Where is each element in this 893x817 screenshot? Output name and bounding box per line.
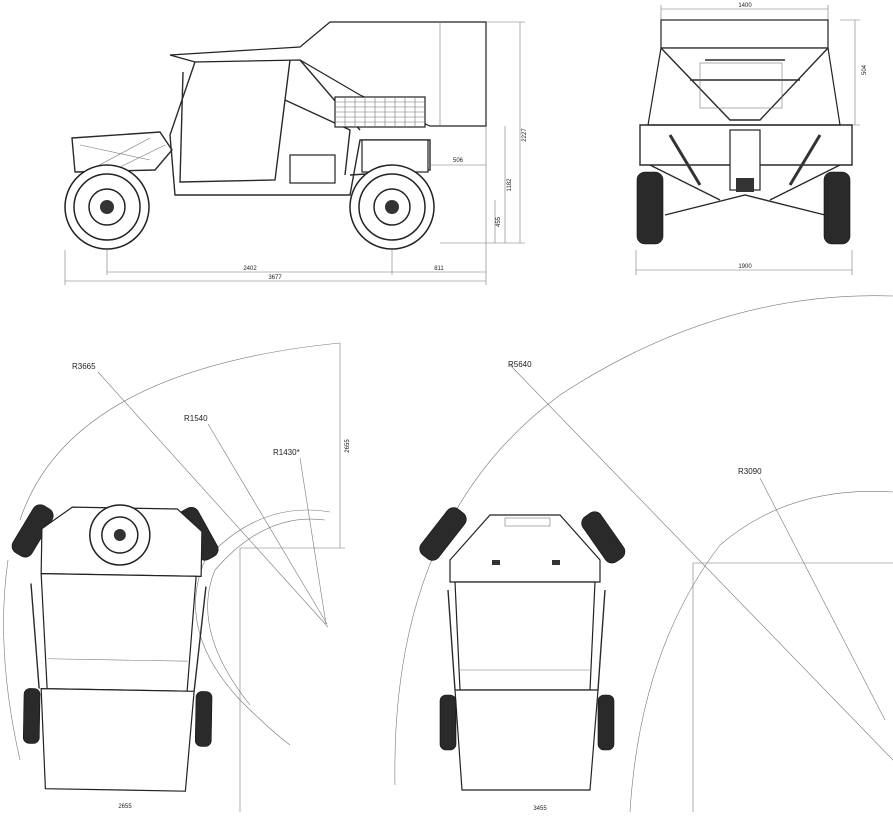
front-suspension-arms — [649, 164, 841, 216]
left-outer-arc — [19, 342, 341, 521]
right-veh-light-left — [492, 560, 500, 565]
front-right-tire — [823, 171, 851, 245]
right-dim-horizontal: 3455 — [533, 806, 547, 812]
turn-view-right: R5640 R3090 3455 — [394, 295, 893, 813]
side-front-frame — [71, 131, 173, 173]
right-veh-front-left-tire — [419, 507, 467, 561]
front-dim-cargo-height: 504 — [862, 64, 868, 75]
side-door-frame — [179, 59, 291, 183]
left-radius-outer: R3665 — [72, 362, 96, 371]
left-dim-horizontal: 2655 — [118, 804, 132, 810]
left-radius-middle: R1540 — [184, 414, 208, 423]
right-inner-arc — [629, 491, 893, 813]
right-veh-grille — [504, 517, 551, 527]
side-dim-ground-clearance: 455 — [496, 216, 502, 227]
front-chassis — [639, 124, 853, 166]
right-leader-inner — [759, 477, 886, 721]
right-veh-rear-left-tire — [439, 694, 457, 751]
left-leader-middle — [207, 423, 328, 625]
right-veh-side-rails — [447, 589, 606, 691]
side-front-wheel — [64, 164, 150, 250]
front-dim-track-width: 1900 — [738, 264, 752, 270]
right-vehicle-top — [419, 507, 626, 791]
left-veh-side-rails — [30, 583, 207, 692]
left-leader-inner — [299, 457, 327, 625]
right-veh-light-right — [552, 560, 560, 565]
side-dim-overall-length: 3677 — [268, 275, 282, 281]
front-view: 1400 504 1900 — [635, 3, 868, 275]
right-veh-cargo-box — [454, 689, 599, 791]
right-veh-hood — [449, 514, 601, 583]
left-inner-arc-b — [207, 518, 326, 706]
right-radius-outer: R5640 — [508, 360, 532, 369]
front-dim-roof-width: 1400 — [738, 3, 752, 9]
right-leader-outer — [509, 364, 893, 761]
side-dim-tail-offset: 506 — [453, 158, 464, 164]
left-leader-outer — [97, 371, 329, 628]
left-dim-vertical: 2655 — [345, 439, 351, 453]
turn-view-left: R3665 R1540 R1430* 2655 2655 — [3, 342, 351, 812]
right-radius-inner: R3090 — [738, 467, 762, 476]
right-veh-front-right-tire — [581, 511, 626, 564]
left-veh-roof-seam — [47, 658, 188, 662]
right-veh-cab-roof — [454, 581, 596, 691]
front-cross-bracing — [660, 47, 829, 121]
left-outer-arc-lower — [3, 559, 21, 761]
left-veh-cab-roof — [40, 573, 197, 692]
front-cargo-top — [660, 19, 829, 49]
side-dim-frame-height: 1182 — [507, 178, 513, 192]
side-net-mesh — [335, 97, 425, 127]
right-outer-arc — [394, 295, 893, 786]
left-veh-rear-right-tire — [194, 691, 213, 747]
front-shock-absorbers — [668, 134, 822, 186]
front-left-tire — [636, 171, 664, 245]
right-veh-rear-right-tire — [597, 694, 615, 751]
left-inner-arc-a — [195, 509, 331, 746]
side-dim-wheelbase: 2402 — [243, 266, 257, 272]
left-veh-cargo-box — [40, 688, 195, 792]
side-roof-canopy — [169, 21, 487, 127]
side-dim-overall-height: 2227 — [522, 128, 528, 142]
left-veh-rear-left-tire — [22, 688, 41, 744]
left-vehicle-top — [11, 504, 219, 792]
left-radius-inner: R1430* — [273, 448, 300, 457]
side-rear-wheel — [349, 164, 435, 250]
front-tow-hook — [736, 178, 754, 192]
side-view: 2402 811 3677 2227 1182 455 506 — [64, 21, 528, 285]
front-cargo-window — [699, 62, 783, 109]
side-dim-rear-overhang: 811 — [434, 266, 444, 272]
side-body-panel — [289, 154, 336, 184]
